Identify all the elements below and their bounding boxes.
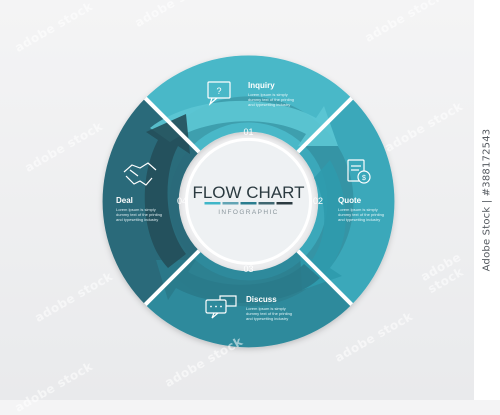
segment-separators (143, 96, 354, 307)
step-number-01: 01 (243, 127, 253, 137)
step-body-line: dummy text of the printing (116, 212, 162, 217)
step-body-line: and typesetting industry (338, 217, 380, 222)
step-quote: $ Quote Lorem Ipsum is simply dummy text… (338, 159, 384, 222)
center-color-bar (276, 202, 293, 205)
center-title: FLOW CHART (192, 183, 304, 202)
step-title: Discuss (246, 295, 277, 304)
step-body-line: dummy text of the printing (248, 97, 294, 102)
center-color-bars (204, 202, 293, 205)
step-number-02: 02 (313, 196, 323, 206)
step-body-line: and typesetting industry (248, 102, 290, 107)
arrow-quote-to-discuss (300, 160, 346, 290)
stock-id-text: Adobe Stock | #388172543 (481, 128, 493, 272)
arrow-discuss-to-deal (156, 260, 320, 303)
step-body-line: dummy text of the printing (246, 311, 292, 316)
center-circle (185, 137, 312, 265)
center-color-bar (204, 202, 221, 205)
step-title: Inquiry (248, 81, 275, 90)
handshake-icon (123, 162, 157, 186)
step-number-03: 03 (243, 264, 253, 274)
center-subtitle: INFOGRAPHIC (218, 209, 279, 216)
step-body-line: and typesetting industry (246, 316, 288, 321)
invoice-dollar-icon: $ (347, 159, 371, 184)
center-color-bar (240, 202, 257, 205)
step-body-line: Lorem Ipsum is simply (248, 92, 288, 97)
svg-text:?: ? (216, 86, 221, 96)
center-color-bar (222, 202, 239, 205)
step-body-line: Lorem Ipsum is simply (338, 207, 378, 212)
step-inquiry: ? Inquiry Lorem Ipsum is simply dummy te… (207, 81, 294, 107)
step-body-line: Lorem Ipsum is simply (246, 306, 286, 311)
svg-text:$: $ (362, 175, 366, 182)
step-discuss: Discuss Lorem Ipsum is simply dummy text… (205, 295, 292, 321)
step-number-04: 04 (177, 196, 187, 206)
chat-bubbles-icon (205, 295, 237, 319)
stock-id-strip: Adobe Stock | #388172543 (474, 0, 500, 400)
step-body-line: and typesetting industry (116, 217, 158, 222)
step-body-line: Lorem Ipsum is simply (116, 207, 156, 212)
step-deal: Deal Lorem Ipsum is simply dummy text of… (116, 162, 162, 222)
step-title: Quote (338, 196, 362, 205)
step-title: Deal (116, 196, 133, 205)
arrow-inquiry-to-quote (150, 100, 338, 146)
arrow-deal-to-inquiry (144, 114, 190, 268)
question-bubble-icon: ? (207, 81, 231, 106)
center-color-bar (258, 202, 275, 205)
step-body-line: dummy text of the printing (338, 212, 384, 217)
